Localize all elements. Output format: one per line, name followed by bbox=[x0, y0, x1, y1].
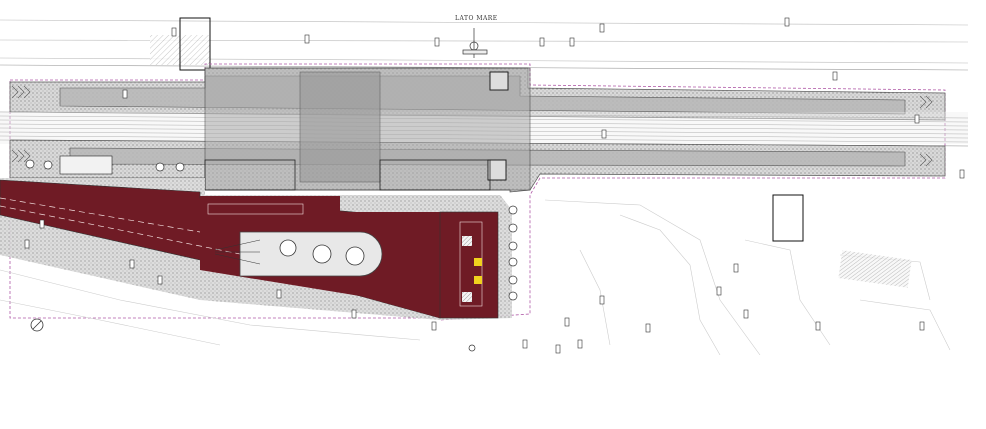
south-symbol bbox=[468, 344, 476, 352]
platform-room bbox=[59, 155, 113, 175]
planter-trees bbox=[279, 239, 365, 266]
lato-mare-label: LATO MARE bbox=[455, 15, 498, 22]
parking-right bbox=[439, 211, 499, 319]
top-left-box bbox=[179, 17, 211, 71]
road-sign-box bbox=[207, 203, 304, 215]
bottom-margin bbox=[0, 355, 986, 429]
building-room-2 bbox=[379, 159, 491, 191]
platform-end-chevrons bbox=[11, 85, 933, 167]
terrain-left bbox=[0, 269, 421, 346]
lato-mare-symbol bbox=[462, 28, 488, 58]
north-arrow-icon bbox=[30, 318, 44, 332]
planter-fan bbox=[214, 239, 261, 265]
street-trees bbox=[25, 159, 518, 301]
building-core bbox=[299, 71, 381, 183]
building-room bbox=[204, 159, 296, 191]
bus-bays bbox=[459, 221, 483, 307]
annotation-markers bbox=[24, 17, 965, 354]
planter-island bbox=[239, 231, 383, 277]
stair-block-bottom bbox=[487, 159, 507, 181]
stair-block-top bbox=[489, 71, 509, 91]
striped-block bbox=[838, 250, 912, 288]
right-box bbox=[772, 194, 804, 242]
